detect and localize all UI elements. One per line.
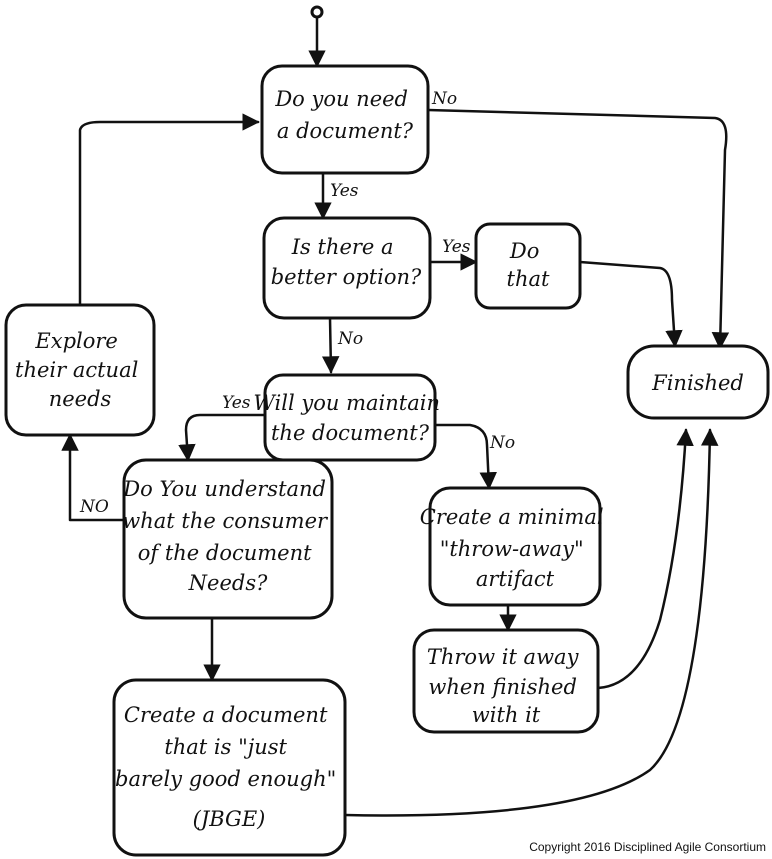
edge-maintain-yes [178,413,267,462]
node-need-doc: Do you need a document? [274,87,414,143]
copyright-notice: Copyright 2016 Disciplined Agile Consort… [529,840,766,854]
node-box-maintain [263,373,437,462]
edge-label-understand-no: NO [79,497,109,517]
edge-label-better-no: No [337,329,363,349]
node-box-finished [626,344,770,420]
edge-better-no [321,316,340,374]
node-box-jbge [112,678,347,857]
edge-label-maintain-no: No [489,433,515,453]
node-explore: Explore their actual needs [15,329,145,411]
edge-dothat-to-finished [578,260,683,348]
edge-label-maintain-yes: Yes [222,393,251,413]
node-better-option: Is there a better option? [271,235,422,289]
nodes [4,64,770,857]
node-do-that: Do that [507,239,550,291]
edge-understand-no [61,433,126,522]
node-box-do-that [474,222,582,310]
node-understand: Do You understand what the consumer of t… [122,477,334,595]
node-box-explore [4,303,156,437]
node-box-throwaway [428,486,602,607]
node-box-throw-it [412,628,600,734]
node-labels: Do you need a document? Is there a bette… [15,87,744,831]
edge-labels: No Yes Yes No Yes No NO [79,89,515,517]
edge-explore-to-need [78,113,260,307]
node-finished: Finished [651,371,744,395]
start-node [310,5,324,19]
node-jbge: Create a document that is "just barely g… [115,703,343,831]
edge-need-no [426,108,730,350]
node-box-better-option [262,216,432,320]
connectors [61,16,730,817]
node-box-need-doc [260,64,430,175]
edge-label-need-no: No [431,89,457,109]
node-box-understand [122,458,334,620]
node-throw-it: Throw it away when finished with it [427,645,585,727]
edge-label-better-yes: Yes [442,237,471,257]
edge-jbge-to-finished [343,428,719,817]
node-maintain: Will you maintain the document? [253,391,446,445]
edge-maintain-no [433,423,498,490]
edge-throwit-to-finished [596,428,694,690]
edge-label-need-yes: Yes [330,181,359,201]
node-throwaway: Create a minimal "throw-away" artifact [420,505,611,591]
